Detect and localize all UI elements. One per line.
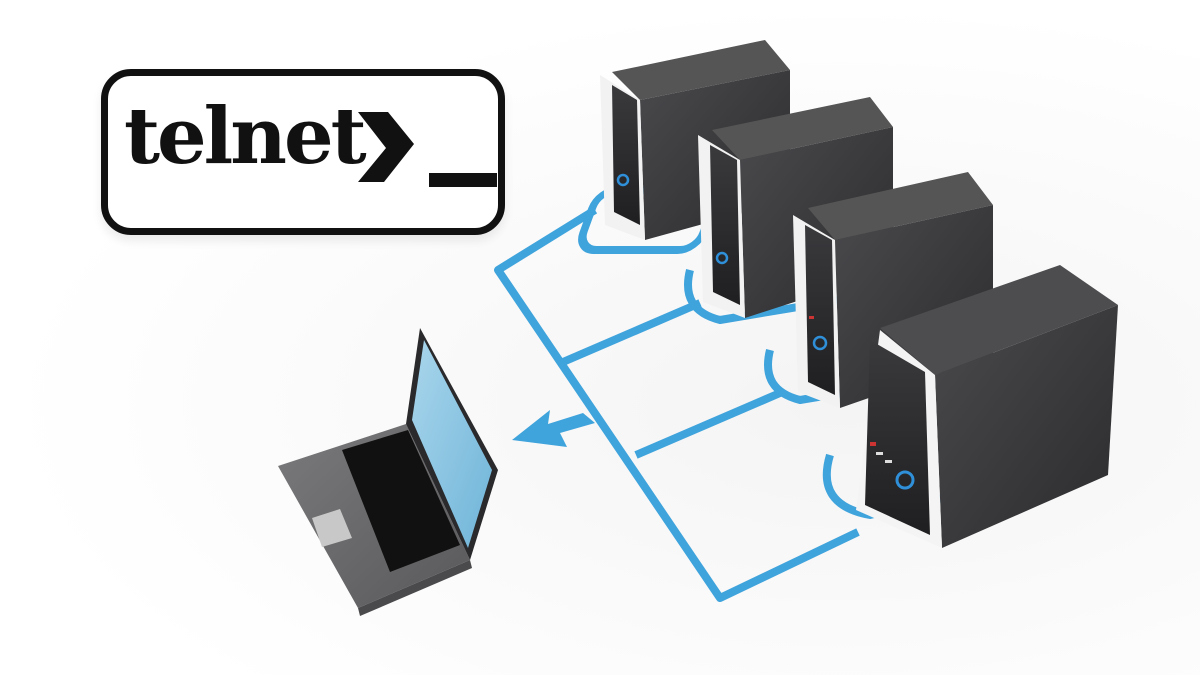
laptop-icon	[278, 328, 498, 616]
cursor-underscore	[429, 173, 497, 187]
logo-text: telnet	[124, 91, 367, 182]
telnet-logo: telnet	[101, 69, 505, 235]
arrow-icon	[512, 410, 595, 447]
network-lines	[494, 186, 1071, 602]
prompt-chevron-icon	[358, 112, 414, 182]
server-4	[856, 265, 1118, 548]
